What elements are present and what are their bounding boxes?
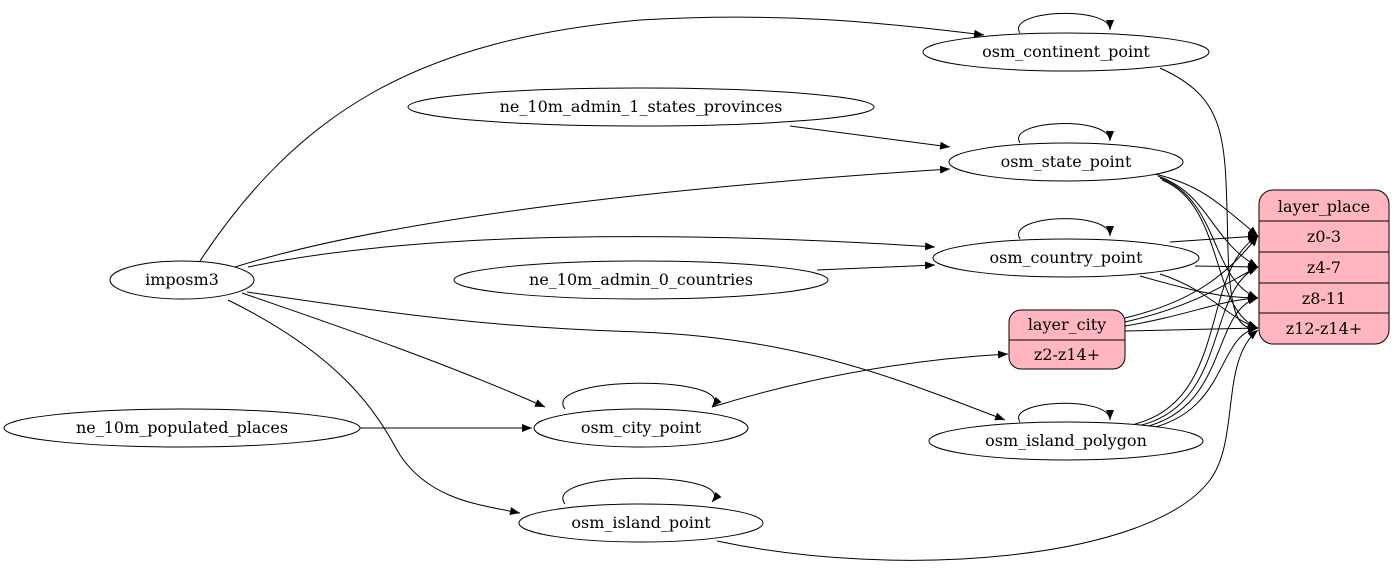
- record-title: layer_place: [1278, 197, 1370, 216]
- edge-osm_continent_point-to-layer_place-z12-z14+: [1159, 67, 1259, 334]
- edge-osm_state_point-to-layer_place-z12-z14+: [1161, 179, 1259, 329]
- node-layer-place[interactable]: layer_place z0-3 z4-7 z8-11 z12-z14+: [1258, 189, 1390, 345]
- node-imposm3[interactable]: imposm3: [109, 260, 255, 300]
- record-port: z2-z14+: [1034, 345, 1100, 364]
- record-port: z0-3: [1307, 227, 1341, 246]
- edge-osm_island_polygon-to-layer_place-z8-11: [1139, 296, 1259, 429]
- edge-osm_country_point-to-layer_place-z12-z14+: [1159, 273, 1259, 330]
- edge-imposm3-to-osm_island_polygon: [246, 291, 1006, 421]
- record-port: z12-z14+: [1286, 319, 1362, 338]
- edge-imposm3-to-osm_city_point: [241, 292, 546, 408]
- node-osm-country-point[interactable]: osm_country_point: [932, 238, 1200, 278]
- edge-osm_state_point-to-osm_state_point: [1018, 123, 1114, 144]
- node-layer-city[interactable]: layer_city z2-z14+: [1008, 309, 1126, 370]
- edge-osm_island_point-to-layer_place-z12-z14+: [716, 329, 1259, 561]
- node-osm-continent-point[interactable]: osm_continent_point: [922, 32, 1210, 72]
- edge-osm_island_polygon-to-layer_place-z12-z14+: [1141, 325, 1259, 431]
- edge-imposm3-to-osm_state_point: [234, 165, 951, 268]
- node-osm-island-polygon[interactable]: osm_island_polygon: [928, 421, 1204, 461]
- node-osm-city-point[interactable]: osm_city_point: [533, 408, 749, 448]
- edges: [199, 12, 1259, 561]
- node-label: ne_10m_admin_0_countries: [529, 270, 753, 289]
- node-ne-10m-admin-1-states-provinces[interactable]: ne_10m_admin_1_states_provinces: [407, 87, 875, 127]
- node-ne-10m-admin-0-countries[interactable]: ne_10m_admin_0_countries: [453, 260, 829, 300]
- edge-imposm3-to-osm_country_point: [247, 236, 936, 268]
- node-label: osm_island_point: [571, 513, 711, 532]
- edge-osm_country_point-to-layer_place-z4-7: [1194, 262, 1259, 271]
- edge-layer_city-to-layer_place-z4-7: [1124, 266, 1259, 323]
- edge-osm_island_point-to-osm_island_point: [562, 477, 722, 505]
- node-label: imposm3: [145, 270, 219, 289]
- edge-osm_continent_point-to-osm_continent_point: [1018, 12, 1114, 34]
- node-ne-10m-populated-places[interactable]: ne_10m_populated_places: [3, 408, 361, 448]
- edge-imposm3-to-osm_island_point: [227, 299, 521, 515]
- node-label: ne_10m_admin_1_states_provinces: [500, 97, 783, 116]
- edge-osm_island_polygon-to-layer_place-z0-3: [1134, 235, 1259, 425]
- edge-osm_country_point-to-layer_place-z0-3: [1169, 232, 1259, 243]
- edge-ne_10m_admin_0_countries-to-osm_country_point: [816, 261, 936, 271]
- edge-layer_city-to-layer_place-z0-3: [1124, 235, 1259, 319]
- edge-layer_city-to-layer_place-z12-z14+: [1124, 324, 1259, 333]
- edge-osm_state_point-to-layer_place-z4-7: [1157, 175, 1259, 268]
- edge-imposm3-to-osm_continent_point: [199, 16, 985, 262]
- record-title: layer_city: [1028, 315, 1106, 334]
- edge-osm_state_point-to-layer_place-z0-3: [1154, 173, 1259, 237]
- node-label: osm_island_polygon: [985, 431, 1147, 450]
- node-label: ne_10m_populated_places: [76, 418, 288, 437]
- edge-osm_city_point-to-osm_city_point: [562, 382, 722, 410]
- node-label: osm_city_point: [581, 418, 702, 437]
- edge-osm_city_point-to-layer_city-z2-z14+: [711, 350, 1009, 408]
- node-label: osm_continent_point: [982, 42, 1150, 61]
- edge-osm_island_polygon-to-layer_place-z4-7: [1137, 266, 1259, 427]
- edge-layer_city-to-layer_place-z8-11: [1124, 294, 1259, 327]
- record-port: z4-7: [1307, 258, 1341, 277]
- node-osm-state-point[interactable]: osm_state_point: [948, 142, 1184, 182]
- edge-osm_country_point-to-layer_place-z8-11: [1139, 275, 1259, 302]
- edge-osm_country_point-to-osm_country_point: [1018, 218, 1114, 240]
- edge-osm_island_polygon-to-osm_island_polygon: [1018, 402, 1114, 423]
- node-osm-island-point[interactable]: osm_island_point: [518, 503, 764, 543]
- node-label: osm_country_point: [989, 248, 1143, 267]
- node-label: osm_state_point: [1001, 152, 1132, 171]
- edge-ne_10m_admin_1_states_provinces-to-osm_state_point: [789, 125, 951, 150]
- record-port: z8-11: [1302, 289, 1346, 308]
